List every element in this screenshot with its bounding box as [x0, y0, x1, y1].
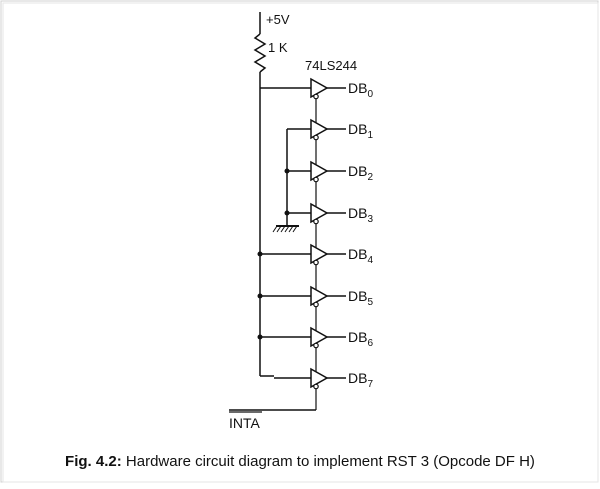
junction-dot — [257, 334, 263, 340]
buffer-triangle — [310, 160, 329, 182]
buffer-triangle — [310, 285, 329, 307]
enable-label: INTA — [229, 415, 261, 431]
enable-bubble — [313, 93, 319, 100]
enable-bubble — [313, 176, 319, 183]
buffer-triangle — [310, 202, 329, 224]
buffer-triangle — [310, 77, 329, 99]
buffer-db5: DB5 — [310, 285, 373, 308]
buffer-db1: DB1 — [310, 118, 373, 141]
figure-caption: Fig. 4.2: Hardware circuit diagram to im… — [0, 453, 600, 470]
buffer-triangle — [310, 243, 329, 265]
buffer-db2: DB2 — [310, 160, 373, 183]
pullup-resistor — [253, 33, 267, 73]
buffer-db3: DB3 — [310, 202, 373, 225]
figure-border-shadow — [2, 2, 599, 483]
buffer-db7: DB7 — [310, 367, 373, 390]
output-label-db4: DB4 — [348, 246, 373, 266]
output-label-db1: DB1 — [348, 121, 373, 141]
junction-dot — [284, 168, 290, 174]
enable-bubble — [313, 383, 319, 390]
output-label-db2: DB2 — [348, 163, 373, 183]
enable-bubble — [313, 218, 319, 225]
output-label-db0: DB0 — [348, 80, 373, 100]
enable-bubble — [313, 134, 319, 141]
ic-label: 74LS244 — [305, 58, 357, 73]
output-label-db6: DB6 — [348, 329, 373, 349]
buffer-db6: DB6 — [310, 326, 373, 349]
enable-bubble — [313, 301, 319, 308]
ground-icon — [272, 225, 299, 233]
buffer-db4: DB4 — [310, 243, 373, 266]
junction-dot — [284, 210, 290, 216]
buffer-triangle — [310, 326, 329, 348]
buffer-triangle — [310, 118, 329, 140]
output-label-db5: DB5 — [348, 288, 373, 308]
junction-dot — [257, 293, 263, 299]
buffer-triangle — [310, 367, 329, 389]
junction-dot — [257, 251, 263, 257]
enable-bubble — [313, 342, 319, 349]
output-label-db3: DB3 — [348, 205, 373, 225]
caption-prefix: Fig. 4.2: — [65, 453, 122, 470]
caption-text: Hardware circuit diagram to implement RS… — [121, 453, 535, 470]
buffer-db0: DB0 — [310, 77, 373, 100]
supply-label: +5V — [266, 12, 290, 27]
output-label-db7: DB7 — [348, 370, 373, 390]
enable-bubble — [313, 259, 319, 266]
resistor-label: 1 K — [268, 40, 288, 55]
